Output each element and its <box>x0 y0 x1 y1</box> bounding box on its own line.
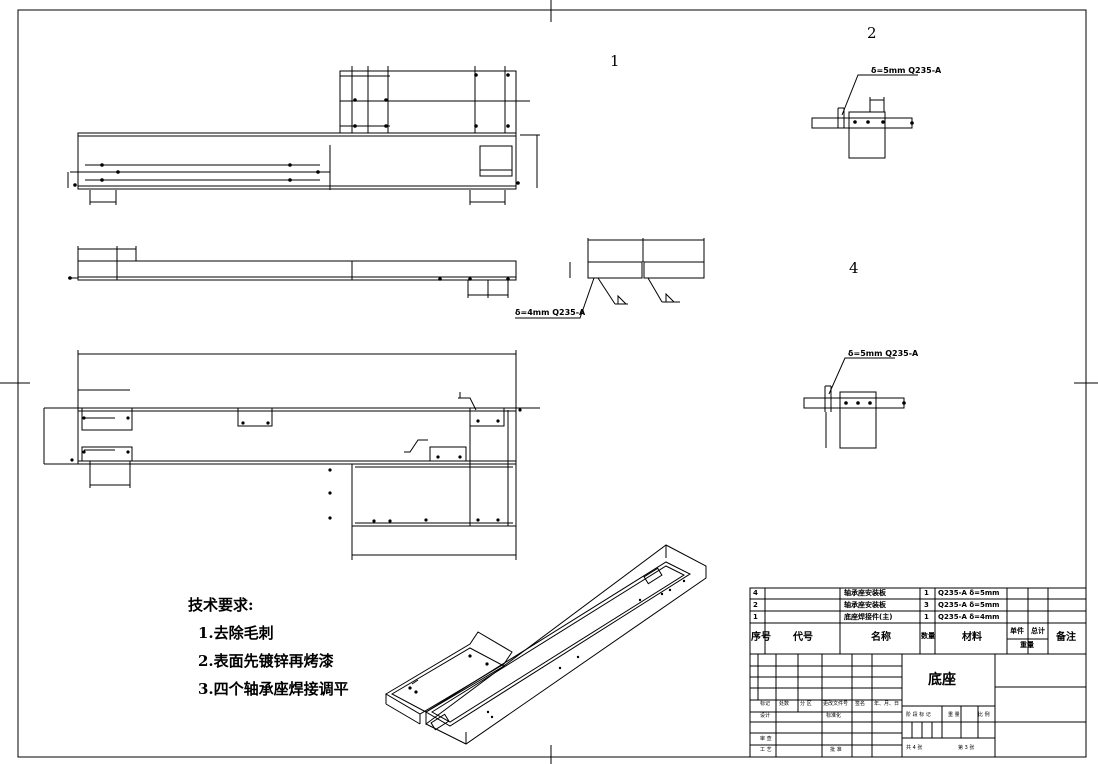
total-sheets: 共 4 张 <box>906 745 923 751</box>
rev-header-doc: 更改文件号 <box>823 701 849 707</box>
bom-table <box>749 587 1087 655</box>
stage-mark-label: 阶 段 标 记 <box>906 712 931 718</box>
requirements-title: 技术要求: <box>188 596 254 614</box>
bom-row-material: Q235-A δ=4mm <box>938 613 1000 621</box>
title-block <box>749 653 1087 758</box>
bom-row-no: 2 <box>753 601 758 609</box>
design-label: 设计 <box>760 713 771 719</box>
isometric-view <box>385 544 707 745</box>
bom-row-material: Q235-A δ=5mm <box>938 601 1000 609</box>
rev-header-sign: 签名 <box>855 701 866 707</box>
requirement-item: 1.去除毛刺 <box>198 624 274 642</box>
bom-header-no: 序号 <box>751 632 771 643</box>
bom-row-material: Q235-A δ=5mm <box>938 589 1000 597</box>
scale-label: 比 例 <box>978 712 990 718</box>
weld-section <box>515 238 705 319</box>
bom-header-material: 材料 <box>962 632 982 643</box>
view4-detail <box>803 357 905 449</box>
plan-view <box>43 350 540 560</box>
view2-detail <box>811 74 918 159</box>
rev-header-date: 年、月、日 <box>874 701 900 707</box>
view1-label: 1 <box>610 52 620 70</box>
bom-row-name: 轴承座安装板 <box>844 589 886 597</box>
bom-row-qty: 3 <box>924 601 929 609</box>
part-name: 底座 <box>928 672 956 688</box>
view4-label: 4 <box>849 259 859 277</box>
bom-row-qty: 1 <box>924 613 929 621</box>
bom-row-qty: 1 <box>924 589 929 597</box>
weld-note-view4: δ=5mm Q235-A <box>848 349 919 358</box>
bom-header-code: 代号 <box>793 632 813 643</box>
bom-row-no: 1 <box>753 613 758 621</box>
bom-header-weight: 重量 <box>1020 641 1034 649</box>
weight-label: 重 量 <box>948 712 960 718</box>
view1-front <box>67 66 540 205</box>
drawing-frame <box>17 9 1087 758</box>
bom-header-total-weight: 总计 <box>1031 627 1045 635</box>
review-label: 审 查 <box>760 736 772 742</box>
view1-holes <box>73 73 520 187</box>
side-view <box>68 246 517 298</box>
rev-header-zone: 分 区 <box>800 701 812 707</box>
weld-note-view2: δ=5mm Q235-A <box>871 66 942 75</box>
rev-header-count: 处数 <box>779 701 790 707</box>
weld-note-section: δ=4mm Q235-A <box>515 308 586 317</box>
bom-header-name: 名称 <box>871 632 891 643</box>
bom-row-name: 底座焊接件(主) <box>844 613 893 621</box>
view2-label: 2 <box>867 24 877 42</box>
bom-row-no: 4 <box>753 589 758 597</box>
process-label: 工 艺 <box>760 747 772 753</box>
bom-header-qty: 数量 <box>921 632 935 640</box>
rev-header-mark: 标记 <box>760 701 771 707</box>
sheet-number: 第 3 张 <box>958 745 975 751</box>
bom-header-unit-weight: 单件 <box>1010 627 1024 635</box>
approve-label: 批 准 <box>830 747 842 753</box>
requirement-item: 3.四个轴承座焊接调平 <box>198 680 349 698</box>
standardize-label: 标准化 <box>826 713 842 719</box>
requirement-item: 2.表面先镀锌再烤漆 <box>198 652 334 670</box>
bom-row-name: 轴承座安装板 <box>844 601 886 609</box>
bom-header-remark: 备注 <box>1056 632 1076 643</box>
